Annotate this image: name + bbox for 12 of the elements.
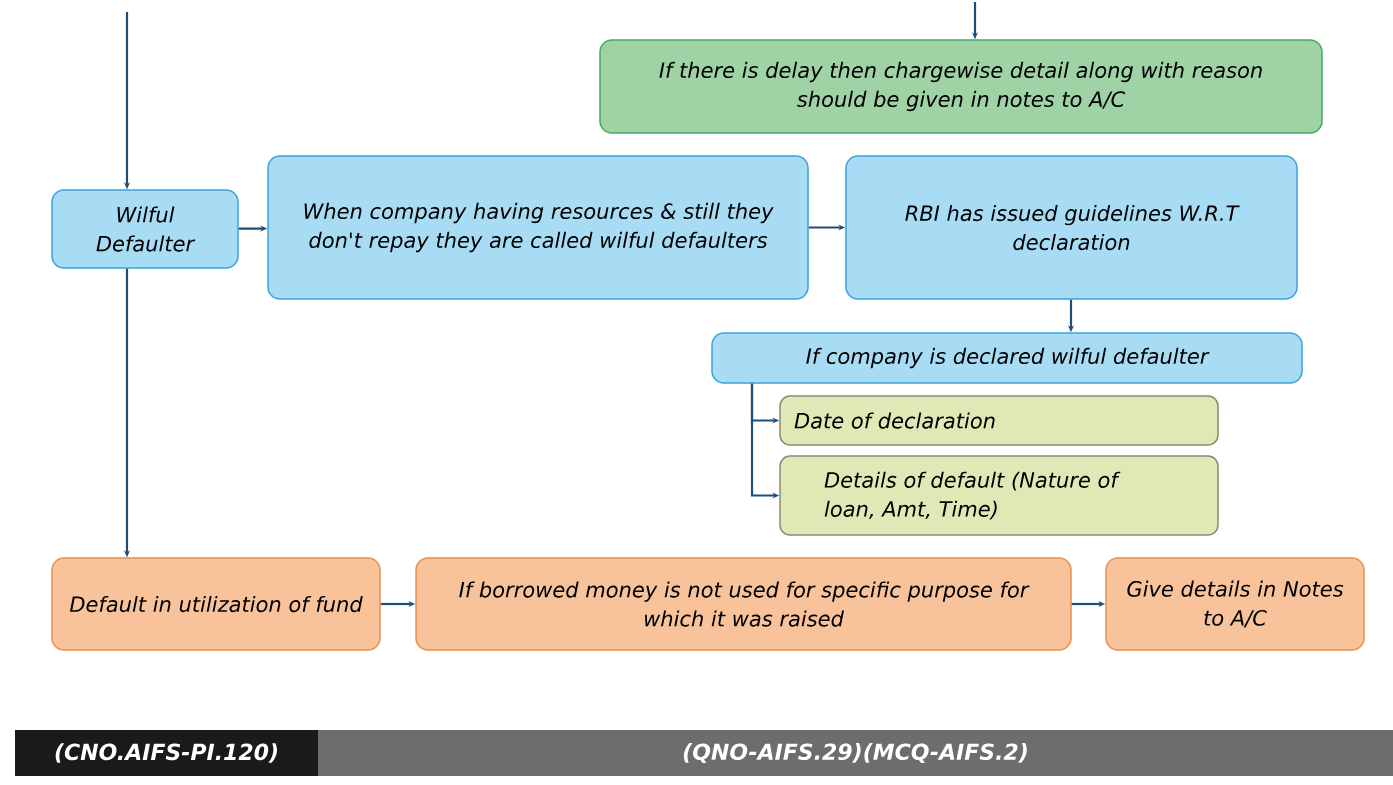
detail-box: Details of default (Nature of loan, Amt, Time) (779, 455, 1219, 536)
process-box: When company having resources & still they don't repay they are called wilful defaulters (267, 155, 809, 300)
process-box: RBI has issued guidelines W.R.T declaration (845, 155, 1298, 300)
process-box: Give details in Notes to A/C (1105, 557, 1365, 651)
process-box: Default in utilization of fund (51, 557, 381, 651)
footer-bar: (QNO-AIFS.29)(MCQ-AIFS.2) (318, 730, 1393, 776)
process-box: Wilful Defaulter (51, 189, 239, 269)
process-box: If borrowed money is not used for specific purpose for which it was raised (415, 557, 1072, 651)
detail-box: Date of declaration (779, 395, 1219, 446)
process-box: If company is declared wilful defaulter (711, 332, 1303, 384)
footer-tag: (CNO.AIFS-PI.120) (15, 730, 318, 776)
note-box: If there is delay then chargewise detail along with reason should be given in notes to A/C (599, 39, 1323, 134)
